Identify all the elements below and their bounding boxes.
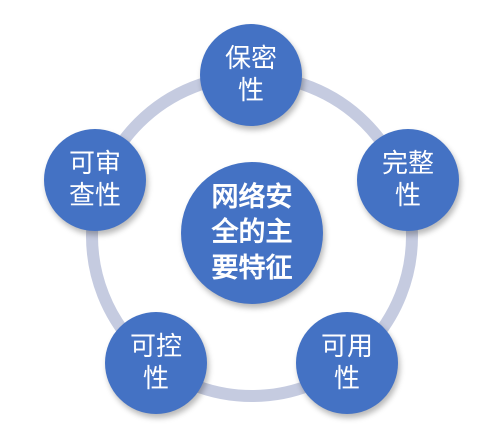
- node-auditability: 可审 查性: [44, 129, 146, 231]
- node-integrity-label: 完整 性: [381, 148, 434, 212]
- node-confidentiality-label: 保密 性: [224, 43, 277, 107]
- node-auditability-label: 可审 查性: [68, 148, 121, 212]
- node-controllability: 可控 性: [105, 312, 207, 414]
- node-availability-label: 可用 性: [320, 331, 373, 395]
- node-availability: 可用 性: [296, 312, 398, 414]
- node-integrity: 完整 性: [357, 129, 459, 231]
- node-center-main-features: 网络安 全的主 要特征: [181, 162, 323, 304]
- node-confidentiality: 保密 性: [200, 24, 302, 126]
- center-label: 网络安 全的主 要特征: [211, 181, 293, 284]
- node-controllability-label: 可控 性: [129, 331, 182, 395]
